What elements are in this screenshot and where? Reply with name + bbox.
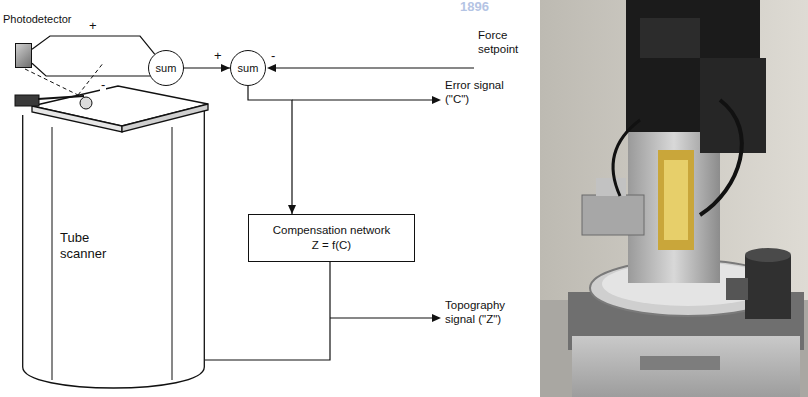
signal-label: Force setpoint: [478, 28, 534, 56]
signal-wire: [32, 36, 155, 54]
node-text: Tube scanner: [60, 230, 118, 262]
sign-label: -: [100, 78, 106, 92]
signal-label: Topography signal ("Z"): [445, 298, 520, 326]
watermark: 1896: [460, 0, 489, 14]
cylinder-outline: [22, 95, 205, 392]
sum-junction: sum: [148, 50, 184, 86]
node-text: sum: [156, 62, 177, 74]
node-text: sum: [238, 62, 259, 74]
sign-label: +: [88, 19, 98, 33]
arrowhead: [221, 64, 230, 72]
signal-wire: [32, 63, 150, 76]
signal-label: Error signal ("C"): [445, 78, 505, 106]
node-text: Compensation network: [273, 223, 391, 238]
signal-wire: [248, 86, 296, 214]
sign-label: -: [271, 49, 275, 63]
sign-label: +: [214, 49, 222, 63]
photodetector: Photodetector: [15, 43, 32, 68]
node-text: Z = f(C): [312, 238, 351, 253]
arrowhead: [288, 205, 296, 214]
tube-scanner: Tube scanner: [22, 95, 205, 392]
sum-junction: sum: [230, 50, 266, 86]
signal-wire: [184, 64, 230, 72]
node-text: Photodetector: [3, 13, 72, 25]
process-box: Compensation networkZ = f(C): [248, 214, 415, 262]
signal-wire: [205, 262, 330, 360]
